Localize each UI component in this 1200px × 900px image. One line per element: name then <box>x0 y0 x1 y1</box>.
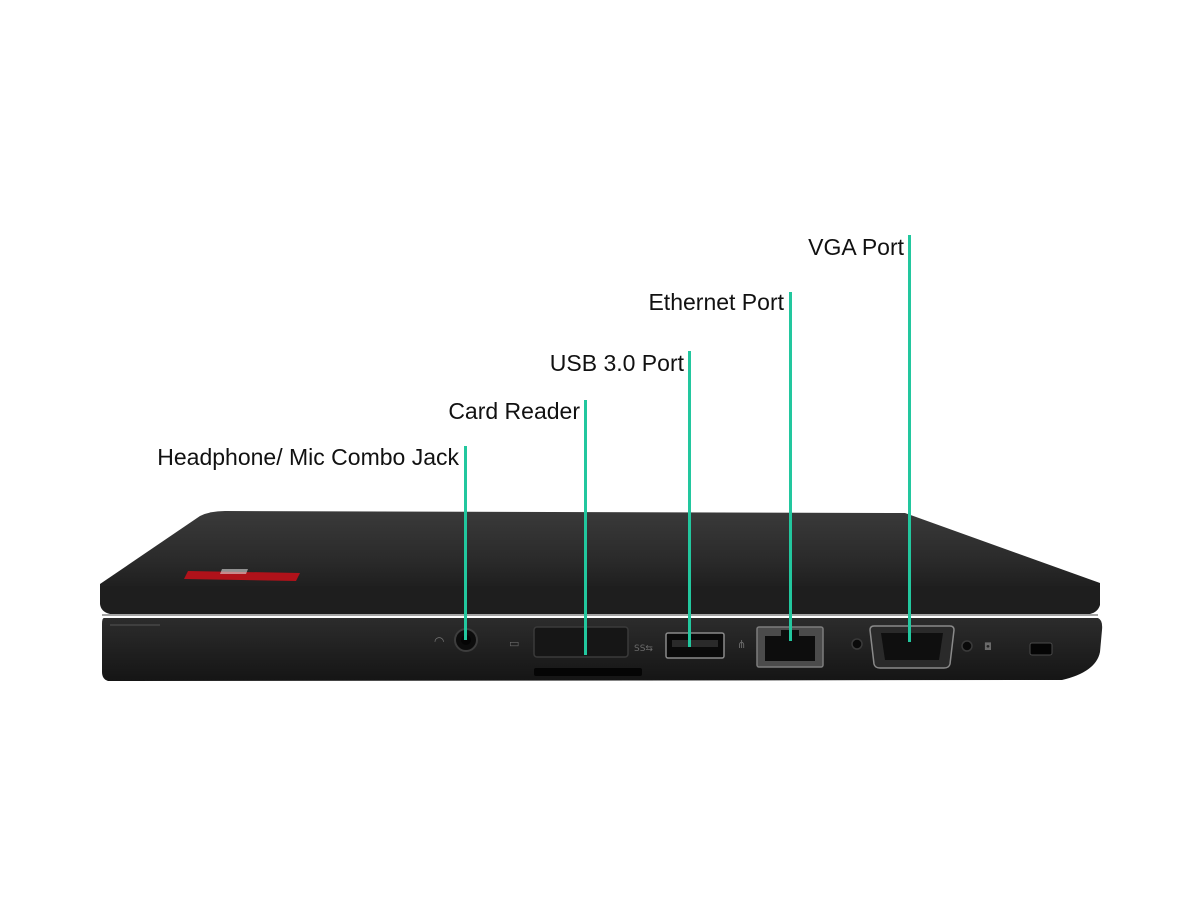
label-headphone-mic-jack: Headphone/ Mic Combo Jack <box>157 444 459 470</box>
status-led <box>851 638 863 650</box>
brand-stripe <box>184 571 300 581</box>
usb-port <box>665 632 725 659</box>
card-reader-icon: ▭ <box>509 637 519 650</box>
laptop-lid <box>100 511 1100 594</box>
leader-line-usb <box>688 351 691 647</box>
usb-3-icon: SS⇆ <box>634 644 653 654</box>
network-icon: ⋔ <box>737 638 746 651</box>
leader-line-card-reader <box>584 400 587 655</box>
label-ethernet-port: Ethernet Port <box>648 289 784 315</box>
label-card-reader: Card Reader <box>448 398 580 424</box>
lock-slot-icon <box>1029 642 1053 656</box>
label-vga-port: VGA Port <box>808 234 904 260</box>
lid-front-edge <box>100 586 1100 614</box>
headphone-icon: ◠ <box>434 634 444 648</box>
leader-line-headphone <box>464 446 467 640</box>
label-usb-3-port: USB 3.0 Port <box>549 350 684 376</box>
vga-port <box>869 625 955 669</box>
card-reader-slot <box>533 626 642 676</box>
leader-line-vga <box>908 235 911 642</box>
power-indicator-icon <box>961 640 973 652</box>
svg-text:◘: ◘ <box>984 642 992 653</box>
leader-line-ethernet <box>789 292 792 641</box>
